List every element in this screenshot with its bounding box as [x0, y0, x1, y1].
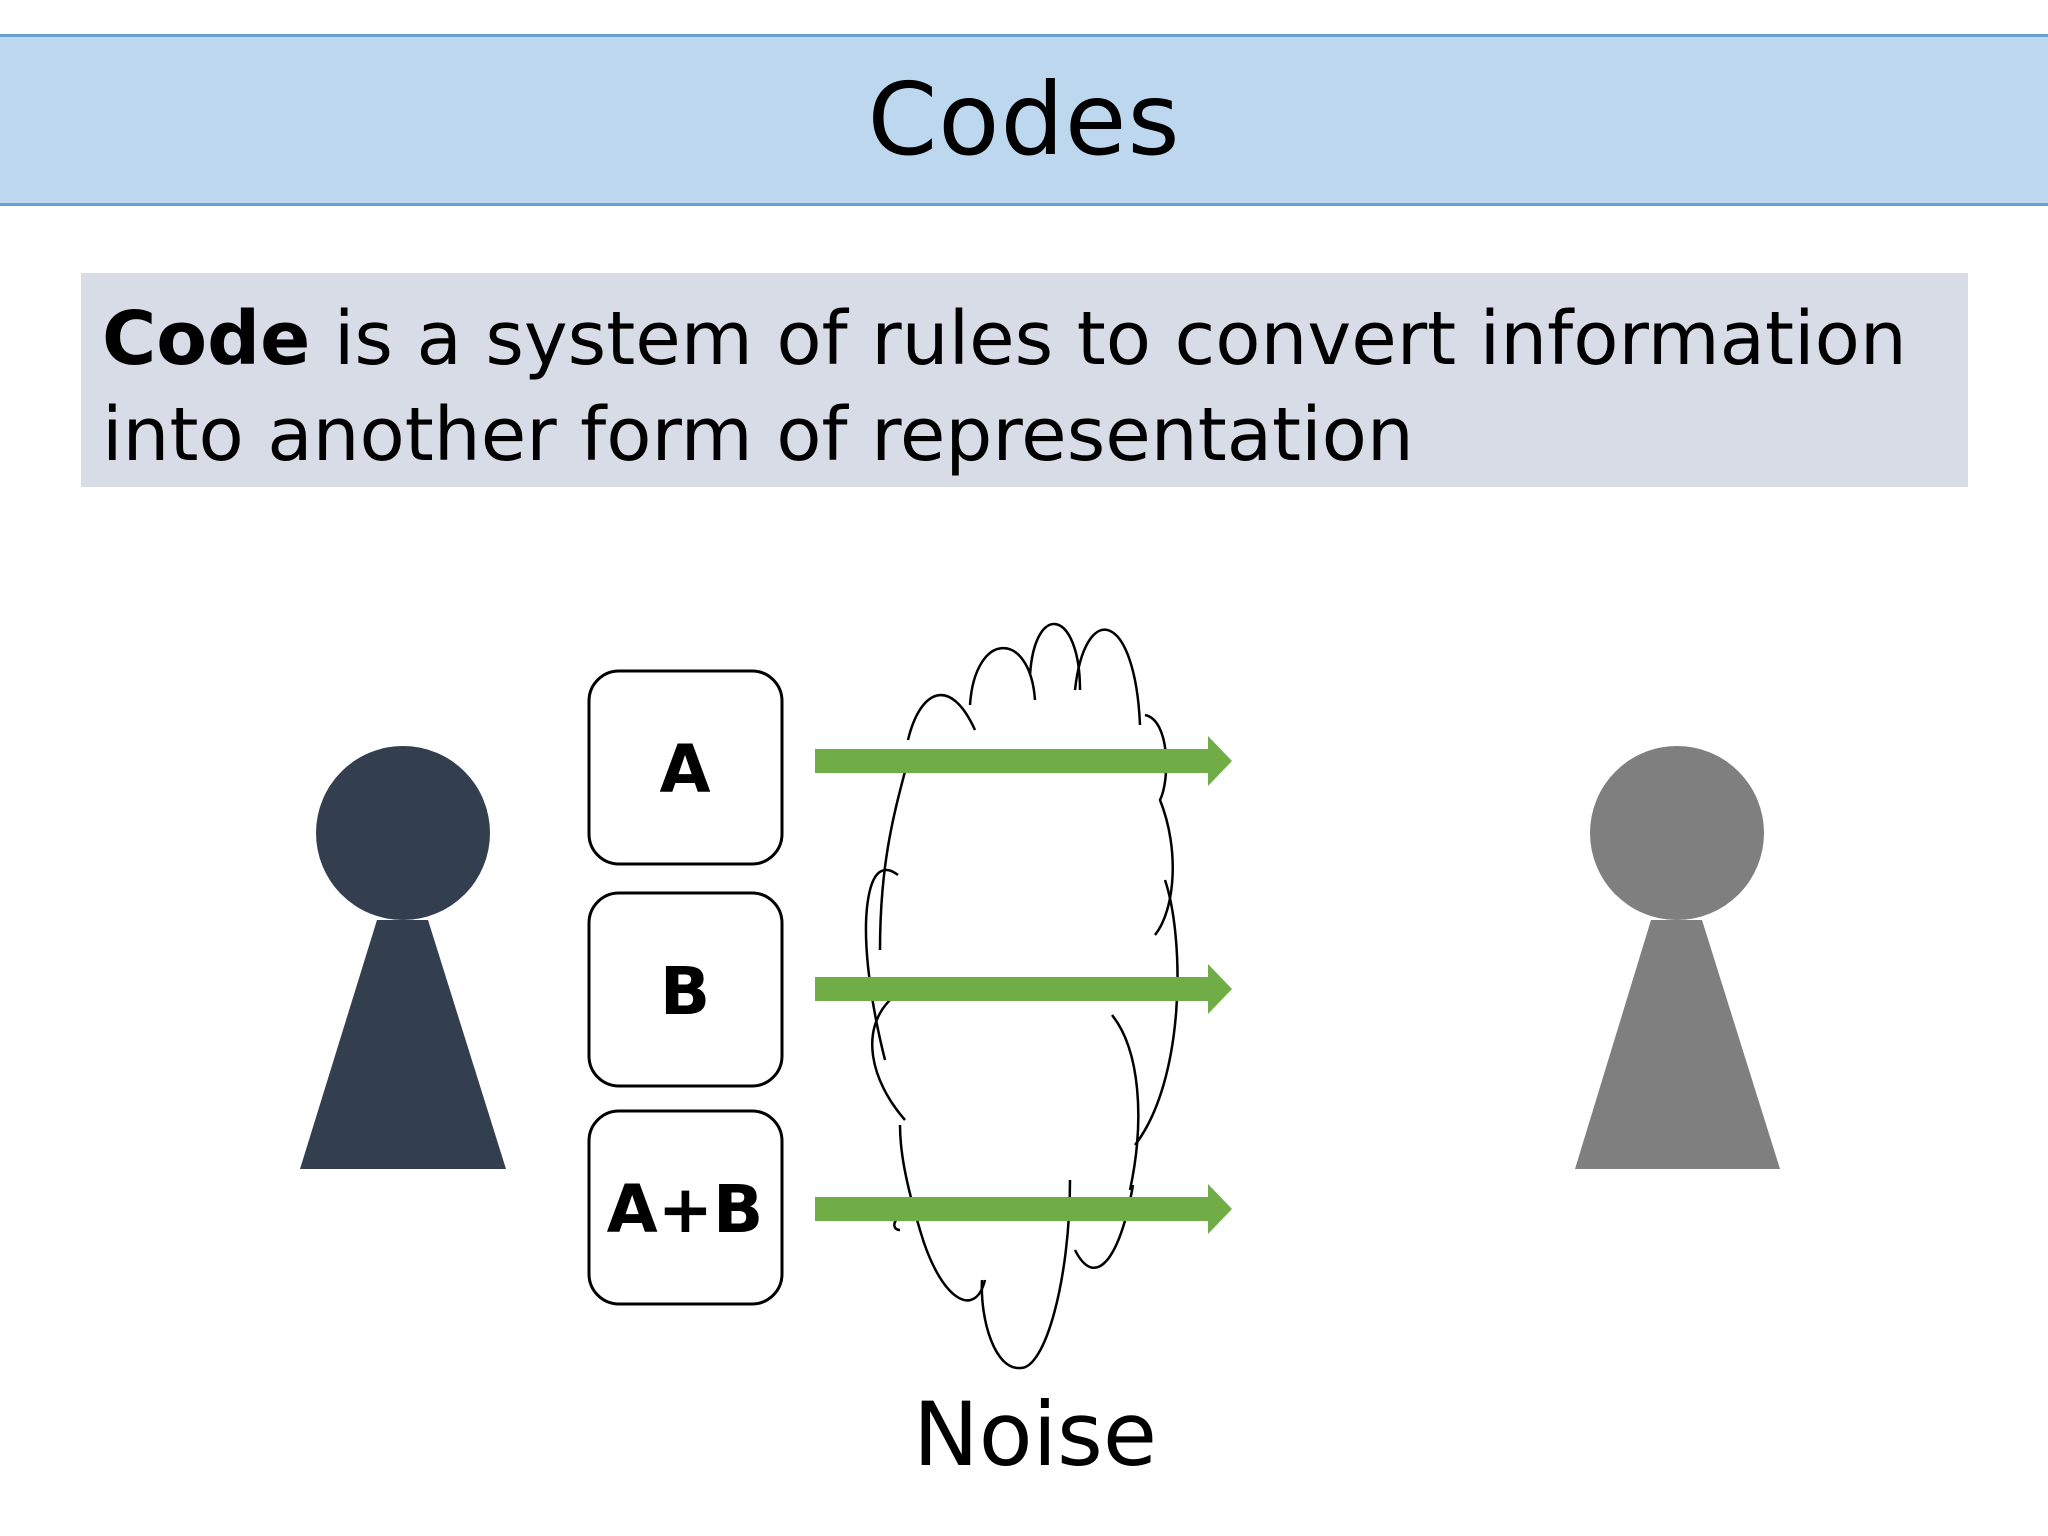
- definition-text: Code is a system of rules to convert inf…: [102, 291, 1948, 483]
- receiver-figure-icon: [1575, 746, 1780, 1169]
- definition-body: is a system of rules to convert informat…: [102, 296, 1907, 478]
- definition-term: Code: [102, 296, 311, 382]
- title-bar: Codes: [0, 34, 2048, 206]
- arrow-b-icon: [815, 964, 1232, 1014]
- code-box-a-plus-b: A+B: [587, 1109, 784, 1306]
- slide-title: Codes: [867, 61, 1181, 178]
- noise-cloud-icon: [864, 622, 1179, 1370]
- code-label-b: B: [660, 953, 710, 1030]
- sender-body: [300, 920, 506, 1169]
- code-box-b: B: [587, 891, 784, 1088]
- code-box-a: A: [587, 669, 784, 866]
- receiver-head: [1590, 746, 1764, 920]
- code-label-a-plus-b: A+B: [607, 1171, 764, 1248]
- arrow-a-icon: [815, 736, 1232, 786]
- code-label-a: A: [659, 731, 710, 808]
- noise-label: Noise: [913, 1383, 1157, 1486]
- sender-head: [316, 746, 490, 920]
- arrow-a-plus-b-icon: [815, 1184, 1232, 1234]
- sender-figure-icon: [300, 746, 506, 1169]
- definition-box: Code is a system of rules to convert inf…: [81, 273, 1968, 487]
- receiver-body: [1575, 920, 1780, 1169]
